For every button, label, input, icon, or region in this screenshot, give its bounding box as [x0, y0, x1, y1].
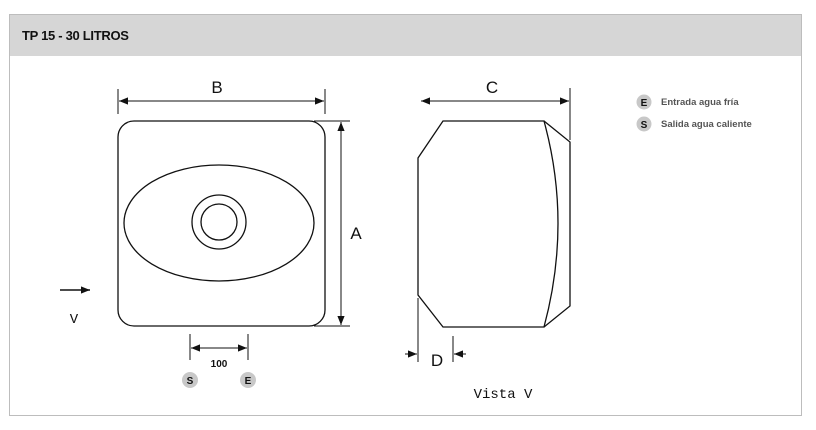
thermostat-inner-ring — [200, 203, 238, 241]
badge-salida: S — [182, 372, 198, 388]
thermostat-outer-ring — [191, 194, 247, 250]
legend-item-entrada: E Entrada agua fría — [636, 94, 739, 110]
view-arrow-label: V — [70, 312, 79, 328]
legend-label-entrada: Entrada agua fría — [661, 97, 739, 108]
view-direction-indicator: V — [60, 286, 90, 328]
front-panel-ellipse — [123, 164, 315, 282]
header-bar: TP 15 - 30 LITROS — [10, 15, 801, 56]
legend: E Entrada agua fría S Salida agua calien… — [636, 94, 752, 132]
heater-body-side — [417, 120, 559, 328]
badge-entrada-letter: E — [245, 376, 252, 387]
legend-badge-salida: S — [641, 120, 648, 131]
legend-label-salida: Salida agua caliente — [661, 119, 752, 130]
legend-item-salida: S Salida agua caliente — [636, 116, 752, 132]
badge-salida-letter: S — [187, 376, 194, 387]
front-view: B A 100 S E — [117, 78, 362, 388]
dim-c-label: C — [486, 78, 498, 97]
diagram-frame: TP 15 - 30 LITROS — [9, 14, 802, 416]
badge-entrada: E — [240, 372, 256, 388]
legend-badge-entrada: E — [641, 98, 648, 109]
dim-d-label: D — [431, 351, 443, 370]
dim-100-label: 100 — [211, 359, 228, 370]
side-view: C D Vista V — [405, 78, 571, 403]
heater-body-front — [117, 120, 326, 327]
dim-b-label: B — [211, 78, 222, 97]
side-view-caption: Vista V — [474, 387, 533, 403]
heater-front-cover-side — [543, 120, 571, 328]
dim-a-label: A — [350, 224, 362, 243]
page-title: TP 15 - 30 LITROS — [22, 28, 129, 43]
